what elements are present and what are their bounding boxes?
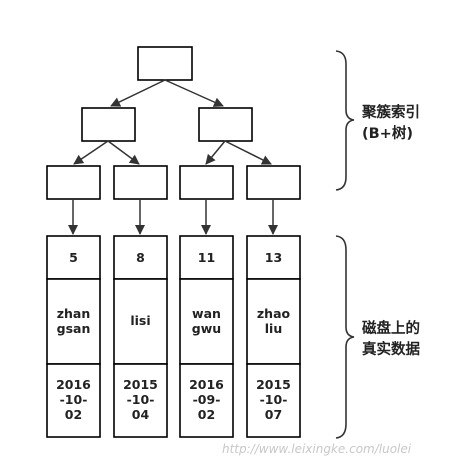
- edge-root-right: [164, 79, 224, 107]
- record-date-line2: -10-: [60, 392, 88, 407]
- record-date-cell: [179, 363, 234, 438]
- leaf-node-1: [46, 165, 101, 200]
- record-1: 5 zhan gsan 2016 -10- 02: [46, 235, 101, 438]
- record-3: 11 wan gwu 2016 -09- 02: [179, 235, 234, 438]
- record-name-cell: [113, 278, 168, 365]
- record-date-cell: [246, 363, 301, 438]
- disk-brace: [335, 235, 355, 439]
- record-name-line1: zhan: [57, 306, 91, 321]
- record-date-cell: [46, 363, 101, 438]
- record-id: 11: [198, 250, 215, 265]
- internal-node-right: [198, 107, 253, 142]
- record-name-line2: gsan: [57, 321, 91, 336]
- record-name-cell: [179, 278, 234, 365]
- record-name-line1: wan: [192, 306, 221, 321]
- record-date-line3: 07: [265, 407, 282, 422]
- disk-label-line1: 磁盘上的: [362, 319, 420, 337]
- record-date-line3: 04: [132, 407, 150, 422]
- record-date-line2: -09-: [193, 392, 221, 407]
- leaf-node-2: [113, 165, 168, 200]
- record-date-line3: 02: [198, 407, 215, 422]
- record-date-line1: 2015: [256, 377, 291, 392]
- record-date-line1: 2016: [189, 377, 224, 392]
- leaf-node-4: [246, 165, 301, 200]
- index-label-line1: 聚簇索引: [361, 103, 420, 121]
- record-date-line2: -10-: [127, 392, 155, 407]
- disk-label-line2: 真实数据: [362, 340, 420, 358]
- root-node: [137, 46, 193, 81]
- record-date-line1: 2015: [123, 377, 158, 392]
- index-brace: [335, 50, 355, 191]
- record-date-line1: 2016: [56, 377, 91, 392]
- record-name-cell: [246, 278, 301, 365]
- edge-right-leaf4: [224, 140, 272, 165]
- record-4: 13 zhao liu 2015 -10- 07: [246, 235, 301, 438]
- record-id: 5: [69, 250, 78, 265]
- leaf-node-3: [179, 165, 234, 200]
- record-date-line3: 02: [65, 407, 82, 422]
- watermark-text: http://www.leixingke.com/luolei: [222, 442, 412, 456]
- record-id-cell: [46, 235, 101, 280]
- record-id-cell: [179, 235, 234, 280]
- record-name-line1: lisi: [130, 313, 150, 328]
- record-id-cell: [246, 235, 301, 280]
- record-name-line1: zhao: [257, 306, 291, 321]
- record-date-line2: -10-: [260, 392, 288, 407]
- record-date-cell: [113, 363, 168, 438]
- internal-node-left: [81, 107, 136, 142]
- edge-root-left: [110, 79, 166, 107]
- record-id: 13: [265, 250, 282, 265]
- edge-left-leaf2: [107, 140, 140, 165]
- record-name-line2: liu: [265, 321, 282, 336]
- record-name-line2: gwu: [192, 321, 221, 336]
- record-2: 8 lisi 2015 -10- 04: [113, 235, 168, 438]
- index-label-line2: (B+树): [362, 124, 413, 142]
- edge-left-leaf1: [73, 140, 109, 165]
- edge-right-leaf3: [205, 140, 226, 165]
- record-id: 8: [136, 250, 145, 265]
